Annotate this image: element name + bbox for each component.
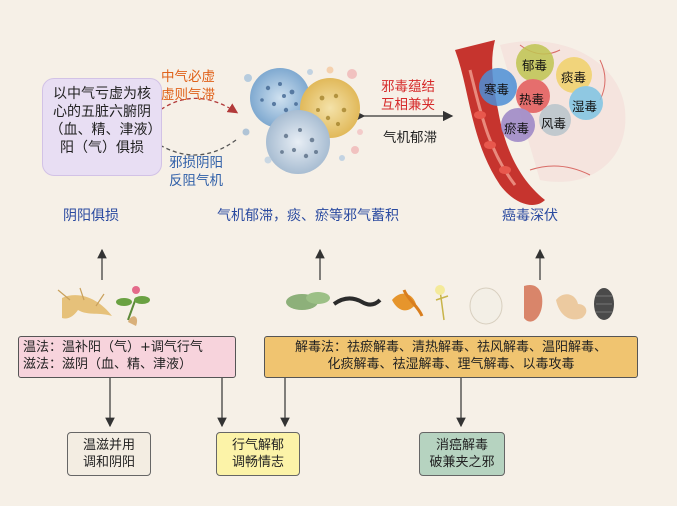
arrow-bottom-line-1: 邪损阴阳 <box>169 155 223 171</box>
deficiency-box: 以中气亏虚为核心的五脏六腑阴（血、精、津液）阳（气）俱损 <box>42 78 162 176</box>
binding-line-1: 邪毒蕴结 <box>381 79 435 95</box>
qi-stagnation-label: 气机郁滞 <box>383 130 437 146</box>
arrow-bottom-label: 邪损阴阳 反阻气机 <box>156 154 236 190</box>
detox-method-line-2: 化痰解毒、祛湿解毒、理气解毒、以毒攻毒 <box>327 357 575 372</box>
result-qi-box: 行气解郁 调畅情志 <box>216 432 300 476</box>
deficiency-text: 以中气亏虚为核心的五脏六腑阴（血、精、津液）阳（气）俱损 <box>49 86 155 156</box>
result-yin-yang-line-1: 温滋并用 <box>82 438 135 453</box>
toxin-label-tan: 痰毒 <box>561 70 587 85</box>
binding-line-2: 互相兼夹 <box>381 97 435 113</box>
result-qi-line-1: 行气解郁 <box>231 438 284 453</box>
cycle-arrow-bottom <box>149 138 237 156</box>
caption-qi-stagnation: 气机郁滞，痰、瘀等邪气蓄积 <box>217 208 399 224</box>
herb-illustrations-left <box>57 286 150 326</box>
toxin-label-yu2: 瘀毒 <box>504 121 530 136</box>
arrow-top-line-2: 虚则气滞 <box>161 87 215 103</box>
nourish-method-line: 滋法：滋阴（血、精、津液） <box>23 357 193 372</box>
result-cancer-box: 消癌解毒 破兼夹之邪 <box>419 432 505 476</box>
result-yin-yang-box: 温滋并用 调和阴阳 <box>67 432 151 476</box>
result-cancer-line-2: 破兼夹之邪 <box>429 455 495 470</box>
toxin-label-feng: 风毒 <box>541 116 567 131</box>
arrow-bottom-line-2: 反阻气机 <box>169 173 223 189</box>
herb-illustrations-right <box>286 284 614 325</box>
arrow-top-label: 中气必虚 虚则气滞 <box>152 68 224 104</box>
warm-method-line: 温法：温补阳（气）+调气行气 <box>23 340 203 355</box>
result-cancer-line-1: 消癌解毒 <box>435 438 488 453</box>
toxin-label-shi: 湿毒 <box>572 99 598 114</box>
toxin-balls-illustration <box>479 44 603 142</box>
toxin-label-yu: 郁毒 <box>522 58 548 73</box>
result-yin-yang-line-2: 调和阴阳 <box>82 455 135 470</box>
result-qi-line-2: 调畅情志 <box>231 455 284 470</box>
arrow-top-line-1: 中气必虚 <box>161 69 215 85</box>
caption-yin-yang-damage: 阴阳俱损 <box>63 208 119 224</box>
warm-nourish-method-box: 温法：温补阳（气）+调气行气 滋法：滋阴（血、精、津液） <box>18 336 236 378</box>
toxin-label-han: 寒毒 <box>484 82 510 97</box>
detox-method-line-1: 解毒法：祛瘀解毒、清热解毒、祛风解毒、温阳解毒、 <box>294 340 607 355</box>
caption-cancer-toxin: 癌毒深伏 <box>502 208 558 224</box>
detox-method-box: 解毒法：祛瘀解毒、清热解毒、祛风解毒、温阳解毒、 化痰解毒、祛湿解毒、理气解毒、… <box>264 336 638 378</box>
binding-label: 邪毒蕴结 互相兼夹 <box>370 78 446 114</box>
toxin-label-re: 热毒 <box>519 92 545 107</box>
stagnation-cluster-illustration <box>242 66 363 174</box>
